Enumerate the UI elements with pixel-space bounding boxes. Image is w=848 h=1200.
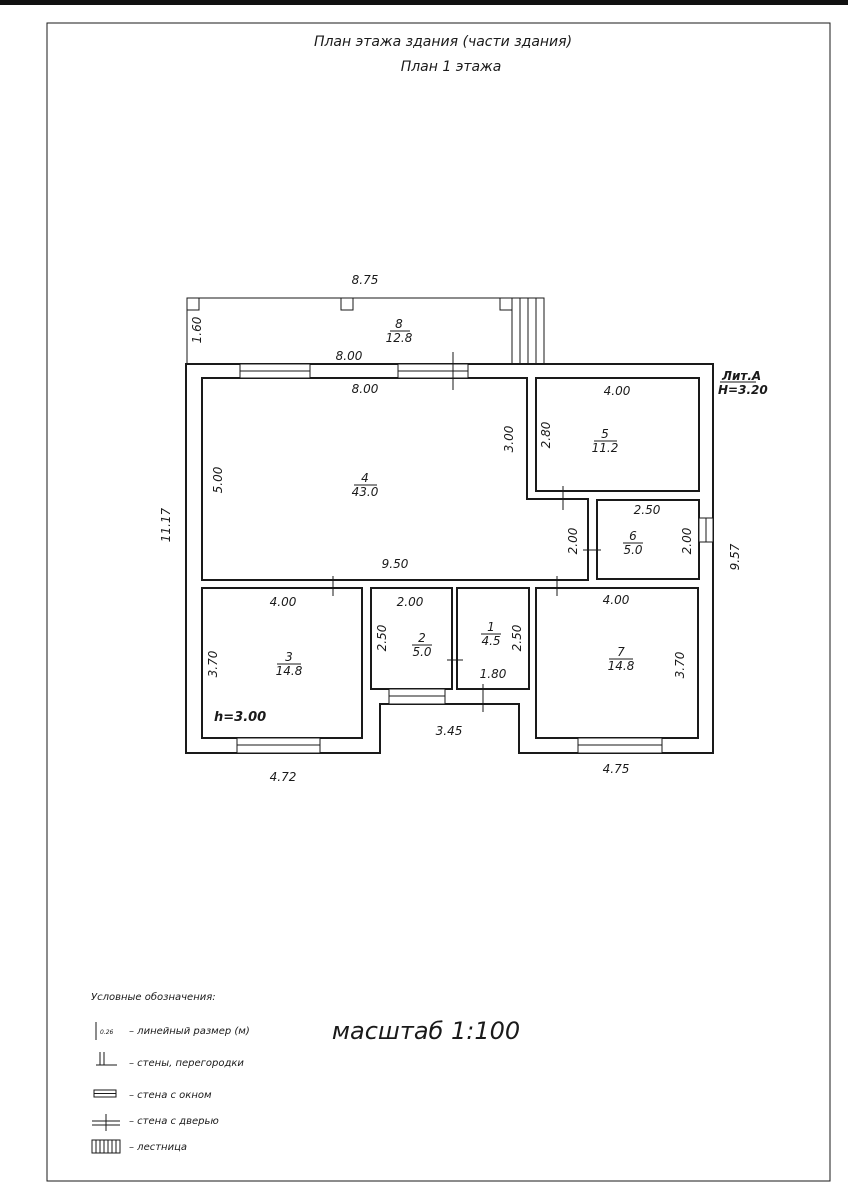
outer-walls [185, 363, 714, 754]
dim-hall-top: 8.00 [352, 382, 379, 396]
svg-text:5.0: 5.0 [412, 645, 431, 659]
dimension-labels: 8.75 1.60 8.00 8.00 5.00 3.00 9.50 2.00 … [159, 273, 742, 784]
dim-hall-right: 3.00 [502, 425, 516, 452]
svg-text:H=3.20: H=3.20 [718, 383, 768, 397]
dim-r7-right: 3.70 [673, 651, 687, 678]
dim-hall-left: 5.00 [211, 466, 225, 493]
plan-subtitle: План 1 этажа [401, 59, 502, 75]
dim-r1-right: 2.50 [510, 624, 524, 651]
svg-text:5: 5 [601, 427, 609, 441]
room-label-7: 7 14.8 [608, 645, 635, 673]
room-label-3: 3 14.8 [276, 650, 303, 678]
dim-bottom-right: 4.75 [603, 762, 630, 776]
legend-title: Условные обозначения: [91, 991, 216, 1003]
room-label-4: 4 43.0 [352, 471, 379, 499]
room-label-8: 8 12.8 [386, 317, 413, 345]
svg-text:7: 7 [617, 645, 625, 659]
dim-bottom-mid: 3.45 [436, 724, 463, 738]
svg-text:14.8: 14.8 [276, 664, 303, 678]
room-label-5: 5 11.2 [592, 427, 619, 455]
svg-text:3: 3 [285, 650, 293, 664]
legend-wall-window: – стена с окном [93, 1089, 212, 1101]
svg-text:– стена с дверью: – стена с дверью [129, 1116, 219, 1127]
dim-r6-top: 2.50 [634, 503, 661, 517]
dim-total-right: 9.57 [728, 543, 742, 570]
scale-label: масштаб 1:100 [332, 1017, 520, 1045]
liter-label: Лит.А H=3.20 [718, 369, 768, 397]
porch-room-8 [186, 297, 545, 365]
legend-stairs: – лестница [91, 1139, 187, 1154]
dim-r5-left: 2.80 [539, 421, 553, 448]
svg-text:12.8: 12.8 [386, 331, 413, 345]
room-1 [456, 587, 530, 690]
svg-text:– линейный размер (м): – линейный размер (м) [129, 1026, 250, 1037]
svg-text:– лестница: – лестница [129, 1142, 187, 1153]
dim-porch-width: 8.75 [352, 273, 379, 287]
dim-porch-inner: 8.00 [336, 349, 363, 363]
dim-r5-top: 4.00 [604, 384, 631, 398]
dim-porch-depth: 1.60 [190, 316, 204, 343]
legend: Условные обозначения: 0.26 – линейный ра… [91, 991, 250, 1154]
room-4-hall [201, 377, 589, 581]
plan-title: План этажа здания (части здания) [314, 34, 572, 50]
svg-text:– стены, перегородки: – стены, перегородки [129, 1058, 244, 1069]
room-label-1: 1 4.5 [481, 620, 501, 648]
room-label-6: 6 5.0 [623, 529, 643, 557]
room-5 [535, 377, 700, 492]
svg-text:– стена с окном: – стена с окном [129, 1090, 212, 1101]
dim-hall-bottom: 9.50 [382, 557, 409, 571]
svg-text:43.0: 43.0 [352, 485, 379, 499]
porch-stairs [511, 297, 545, 365]
svg-text:0.26: 0.26 [100, 1029, 114, 1036]
svg-text:6: 6 [629, 529, 637, 543]
dim-corridor: 2.00 [566, 527, 580, 554]
top-edge-bar [0, 0, 848, 5]
dim-r7-top: 4.00 [603, 593, 630, 607]
svg-text:2: 2 [418, 631, 426, 645]
dim-r2-top: 2.00 [397, 595, 424, 609]
svg-text:11.2: 11.2 [592, 441, 619, 455]
dim-r2-left: 2.50 [375, 624, 389, 651]
dim-bottom-left: 4.72 [270, 770, 297, 784]
dim-r3-top: 4.00 [270, 595, 297, 609]
svg-text:4: 4 [361, 471, 369, 485]
svg-text:1: 1 [487, 620, 495, 634]
left-wing-height: h=3.00 [214, 710, 266, 725]
dim-r1-bottom: 1.80 [480, 667, 507, 681]
dim-r6-right: 2.00 [680, 527, 694, 554]
legend-wall-door: – стена с дверью [92, 1114, 219, 1131]
doors [332, 352, 601, 712]
svg-text:14.8: 14.8 [608, 659, 635, 673]
drawing-frame [46, 22, 831, 1182]
dim-r3-left: 3.70 [206, 650, 220, 677]
windows [236, 363, 714, 754]
svg-text:5.0: 5.0 [623, 543, 642, 557]
legend-linear-dimension: 0.26 – линейный размер (м) [95, 1022, 250, 1040]
legend-walls: – стены, перегородки [96, 1052, 244, 1069]
svg-text:8: 8 [395, 317, 403, 331]
room-label-2: 2 5.0 [412, 631, 432, 659]
svg-text:4.5: 4.5 [481, 634, 500, 648]
svg-text:Лит.А: Лит.А [721, 369, 761, 383]
dim-total-height: 11.17 [159, 507, 173, 542]
